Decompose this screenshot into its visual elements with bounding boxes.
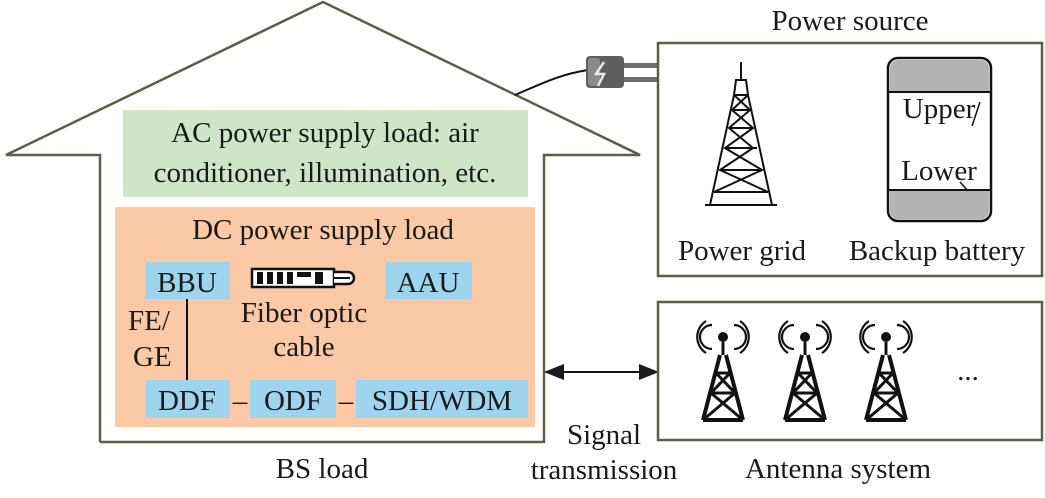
ddf-label: DDF [158, 385, 216, 417]
battery-icon [886, 56, 993, 223]
sdh-wdm-box [356, 380, 528, 418]
battery-lower-label: Lower [901, 155, 977, 187]
signal-label-line2: transmission [531, 454, 678, 486]
fiber-label-line1: Fiber optic [241, 297, 367, 329]
bbu-box [145, 262, 230, 299]
power-plug-icon [514, 56, 658, 96]
fe-ge-label-line2: GE [133, 341, 172, 373]
ac-load-box [123, 110, 528, 197]
ddf-box [145, 380, 230, 418]
aau-box [385, 262, 472, 299]
ddf-odf-dash: – [232, 385, 248, 417]
power-source-box [656, 41, 1044, 278]
odf-box [250, 380, 336, 418]
dc-load-title: DC power supply load [192, 214, 454, 246]
fiber-connector-icon [250, 267, 356, 289]
battery-upper-label: Upper [903, 93, 976, 125]
antenna-ellipsis: ... [957, 355, 979, 387]
antenna-tower-icon [695, 319, 751, 422]
bbu-label: BBU [157, 267, 217, 299]
power-grid-label: Power grid [678, 235, 807, 267]
aau-label: AAU [397, 267, 460, 299]
transmission-tower-icon [705, 62, 777, 206]
backup-battery-label: Backup battery [849, 235, 1026, 267]
odf-label: ODF [264, 385, 322, 417]
signal-label-line1: Signal [567, 419, 641, 451]
power-source-title: Power source [771, 5, 928, 37]
fe-ge-label-line1: FE/ [128, 305, 171, 337]
antenna-system-box [656, 300, 1044, 442]
antenna-system-caption: Antenna system [745, 453, 931, 485]
bs-load-caption: BS load [276, 453, 369, 485]
ac-load-line2: conditioner, illumination, etc. [154, 157, 497, 189]
antenna-tower-icon [777, 319, 833, 422]
sdh-wdm-label: SDH/WDM [372, 385, 512, 417]
house-outline [5, 0, 641, 444]
antenna-tower-icon [858, 319, 914, 422]
fiber-label-line2: cable [273, 331, 334, 363]
odf-sdh-dash: – [338, 385, 354, 417]
ac-load-line1: AC power supply load: air [171, 117, 479, 149]
